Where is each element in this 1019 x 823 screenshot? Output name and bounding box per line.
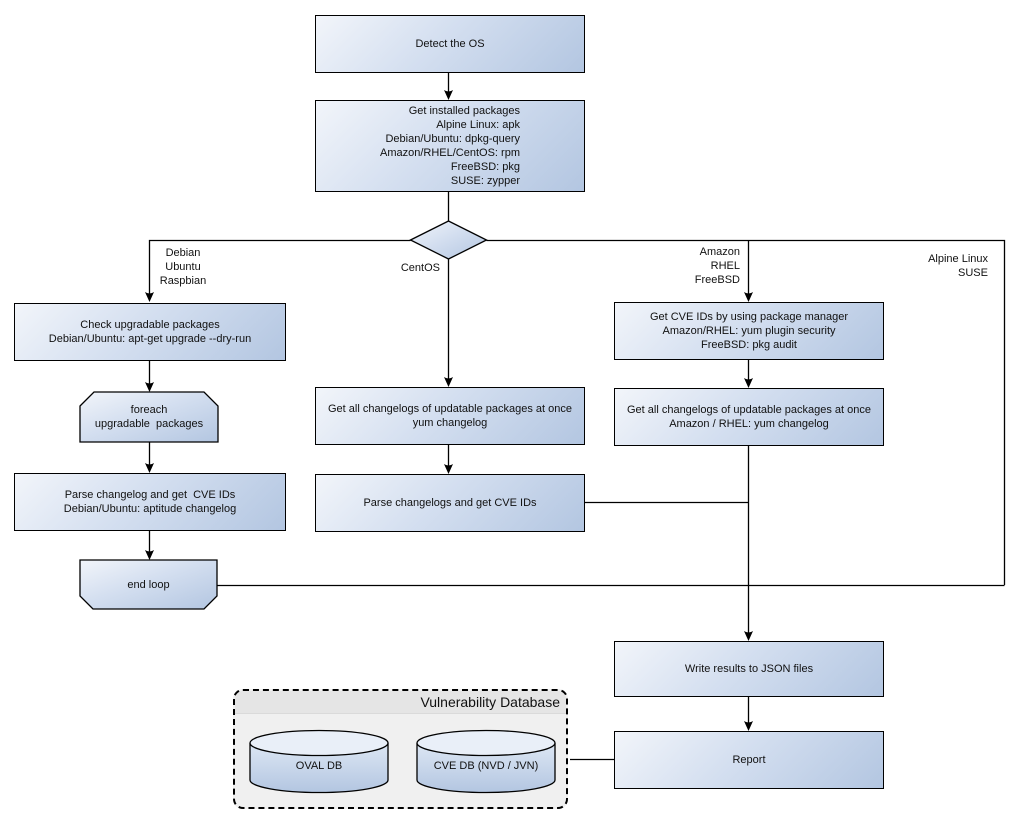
node-text: Get installed packages bbox=[408, 105, 520, 117]
node-text: upgradable packages bbox=[94, 418, 204, 430]
node-get-installed-packages: Get installed packages Alpine Linux: apk… bbox=[315, 100, 585, 192]
node-text: Alpine Linux: apk bbox=[436, 119, 520, 131]
node-text: Write results to JSON files bbox=[684, 663, 814, 675]
vulnerability-database-title: Vulnerability Database bbox=[235, 691, 566, 714]
node-text: end loop bbox=[127, 578, 170, 591]
edge-label-debian-branch: Debian Ubuntu Raspbian bbox=[159, 247, 207, 287]
node-get-changelogs-amazon: Get all changelogs of updatable packages… bbox=[614, 388, 884, 446]
edge-label-alpine-branch: Alpine Linux SUSE bbox=[928, 253, 988, 279]
edge-label-amazon-branch: Amazon RHEL FreeBSD bbox=[694, 246, 740, 286]
node-parse-changelog-debian: Parse changelog and get CVE IDs Debian/U… bbox=[14, 473, 286, 531]
node-text: Debian/Ubuntu: dpkg-query bbox=[385, 133, 520, 145]
os-decision-diamond bbox=[409, 220, 488, 260]
cve-db-cylinder bbox=[416, 729, 556, 794]
node-text: Parse changelogs and get CVE IDs bbox=[363, 497, 537, 509]
node-text: Debian/Ubuntu: aptitude changelog bbox=[63, 503, 237, 515]
node-parse-changelogs-centos: Parse changelogs and get CVE IDs bbox=[315, 474, 585, 532]
node-text: Report bbox=[732, 754, 766, 766]
node-get-cve-ids-package-manager: Get CVE IDs by using package manager Ama… bbox=[614, 302, 884, 360]
cve-db-label: CVE DB (NVD / JVN) bbox=[433, 759, 539, 772]
node-write-results-json: Write results to JSON files bbox=[614, 641, 884, 697]
node-text: Parse changelog and get CVE IDs bbox=[64, 489, 236, 501]
node-text: Get all changelogs of updatable packages… bbox=[327, 403, 572, 415]
node-text: yum changelog bbox=[412, 417, 488, 429]
edge-decision-to-check bbox=[148, 239, 411, 296]
edge-label-centos-branch: CentOS bbox=[400, 262, 440, 274]
arrowheads bbox=[145, 90, 753, 731]
foreach-loop-shape bbox=[79, 391, 219, 443]
node-text: Get all changelogs of updatable packages… bbox=[626, 404, 871, 416]
oval-db-cylinder bbox=[249, 729, 389, 794]
node-text: FreeBSD: pkg bbox=[450, 161, 520, 173]
node-check-upgradable-packages: Check upgradable packages Debian/Ubuntu:… bbox=[14, 303, 286, 361]
oval-db-label: OVAL DB bbox=[295, 759, 343, 772]
vulnerability-database-title-text: Vulnerability Database bbox=[420, 694, 560, 710]
node-text: SUSE: zypper bbox=[450, 175, 520, 187]
node-text: Amazon / RHEL: yum changelog bbox=[669, 418, 829, 430]
node-text: Debian/Ubuntu: apt-get upgrade --dry-run bbox=[48, 333, 252, 345]
node-text: Amazon/RHEL/CentOS: rpm bbox=[380, 147, 520, 159]
end-loop-shape bbox=[79, 559, 218, 610]
node-report: Report bbox=[614, 731, 884, 789]
node-text: Detect the OS bbox=[415, 38, 485, 50]
node-detect-os: Detect the OS bbox=[315, 15, 585, 73]
node-text: Check upgradable packages bbox=[80, 319, 220, 331]
node-text: FreeBSD: pkg audit bbox=[700, 339, 797, 351]
edge-decision-right bbox=[486, 239, 1006, 585]
node-get-changelogs-centos: Get all changelogs of updatable packages… bbox=[315, 387, 585, 445]
node-foreach-loop: foreach upgradable packages bbox=[80, 392, 218, 442]
node-text: foreach bbox=[130, 404, 168, 416]
node-text: Amazon/RHEL: yum plugin security bbox=[662, 325, 836, 337]
node-end-loop: end loop bbox=[80, 560, 217, 609]
node-text: Get CVE IDs by using package manager bbox=[649, 311, 849, 323]
